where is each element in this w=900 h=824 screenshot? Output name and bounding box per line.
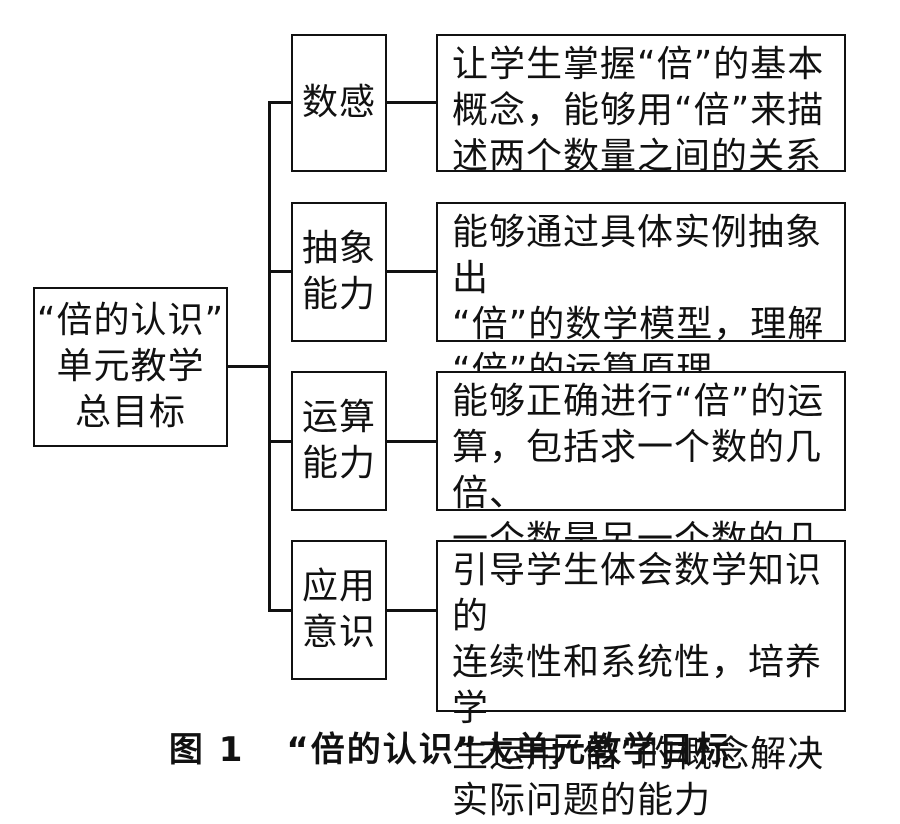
desc-connector-3 [387,440,436,443]
category-label: 应用 意识 [301,566,376,653]
figure-caption: 图 1 “倍的认识”大单元教学目标 [0,722,900,771]
description-box-4: 引导学生体会数学知识的 连续性和系统性，培养学 生运用“倍”的概念解决 实际问题… [436,540,846,821]
root-goal-box: “倍的认识” 单元教学 总目标 [33,287,228,447]
desc-connector-4 [387,609,436,612]
desc-connector-2 [387,270,436,273]
description-box-1: 让学生掌握“倍”的基本 概念，能够用“倍”来描 述两个数量之间的关系 [436,34,846,177]
category-box-abstraction: 抽象 能力 [291,202,387,342]
branch-connector-1 [268,101,291,104]
branch-connector-4 [268,609,291,612]
root-goal-text: “倍的认识” 单元教学 总目标 [36,300,225,433]
branch-connector-3 [268,440,291,443]
description-box-3: 能够正确进行“倍”的运 算，包括求一个数的几倍、 一个数是另一个数的几倍等 [436,371,846,606]
root-connector [228,365,270,368]
desc-connector-1 [387,101,436,104]
category-box-number-sense: 数感 [291,34,387,172]
description-text: 引导学生体会数学知识的 连续性和系统性，培养学 生运用“倍”的概念解决 实际问题… [452,550,825,821]
figure-title: “倍的认识”大单元教学目标 [286,730,732,770]
category-label: 运算 能力 [301,397,376,484]
category-label: 数感 [301,82,376,123]
description-box-2: 能够通过具体实例抽象出 “倍”的数学模型，理解 “倍”的运算原理 [436,202,846,391]
trunk-line [268,101,271,611]
category-label: 抽象 能力 [301,228,376,315]
figure-label: 图 1 [168,730,245,770]
description-text: 能够通过具体实例抽象出 “倍”的数学模型，理解 “倍”的运算原理 [452,212,825,391]
description-text: 让学生掌握“倍”的基本 概念，能够用“倍”来描 述两个数量之间的关系 [452,44,825,177]
category-box-application: 应用 意识 [291,540,387,680]
category-box-computation: 运算 能力 [291,371,387,511]
branch-connector-2 [268,270,291,273]
